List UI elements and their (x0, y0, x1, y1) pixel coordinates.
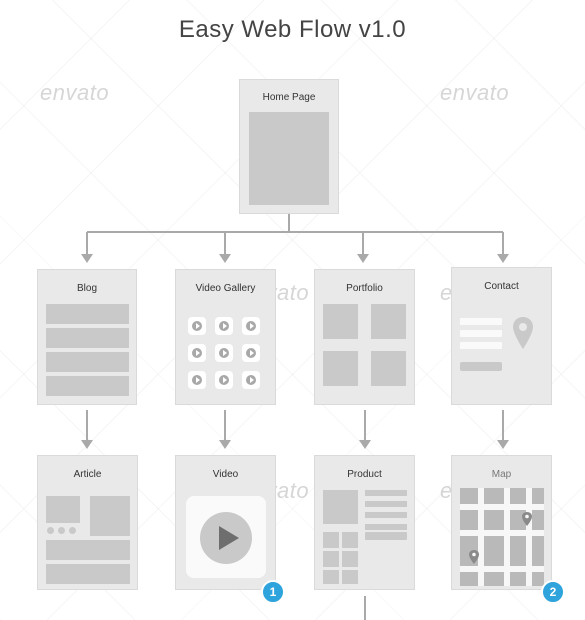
portfolio-tile (323, 351, 358, 386)
step-badge-1: 1 (261, 580, 285, 604)
form-field (460, 318, 502, 325)
location-pin-icon (513, 317, 533, 349)
blog-post-row (46, 352, 129, 372)
node-label: Blog (76, 283, 97, 294)
node-label: Map (491, 469, 512, 480)
product-text-line (365, 490, 407, 496)
node-label: Home Page (262, 92, 316, 103)
product-button-block (365, 532, 407, 540)
node-home-page: Home Page (239, 79, 339, 214)
node-video-gallery: Video Gallery (175, 269, 276, 405)
blog-post-row (46, 328, 129, 348)
arrowhead (219, 254, 231, 263)
play-icon (200, 512, 252, 564)
node-article: Article (37, 455, 138, 590)
product-image-block (323, 490, 358, 524)
play-thumbnail (215, 344, 233, 362)
arrowhead (81, 440, 93, 449)
blog-post-row (46, 376, 129, 396)
node-blog: Blog (37, 269, 137, 405)
play-thumbnail (188, 317, 206, 335)
node-label: Article (73, 469, 102, 480)
product-thumb (342, 532, 358, 548)
node-label: Video Gallery (195, 283, 256, 294)
product-thumb (342, 570, 358, 584)
play-thumbnail (242, 371, 260, 389)
form-field (460, 342, 502, 349)
play-thumbnail (215, 317, 233, 335)
article-image-block (46, 496, 80, 523)
play-thumbnail (188, 344, 206, 362)
pager-dot (58, 527, 65, 534)
product-thumb (323, 551, 339, 567)
play-thumbnail (215, 371, 233, 389)
node-contact: Contact (451, 267, 552, 405)
arrowhead (219, 440, 231, 449)
article-text-block (46, 540, 130, 560)
portfolio-tile (323, 304, 358, 339)
article-image-block (90, 496, 130, 536)
step-badge-2: 2 (541, 580, 565, 604)
video-player-block (186, 496, 266, 578)
pager-dot (47, 527, 54, 534)
form-field (460, 330, 502, 337)
product-text-line (365, 524, 407, 530)
node-label: Video (212, 469, 239, 480)
node-label: Portfolio (346, 283, 383, 294)
node-video: Video (175, 455, 276, 590)
product-thumb (323, 532, 339, 548)
page-title: Easy Web Flow v1.0 (178, 16, 407, 43)
play-thumbnail (242, 344, 260, 362)
portfolio-tile (371, 351, 406, 386)
arrowhead (497, 254, 509, 263)
node-portfolio: Portfolio (314, 269, 415, 405)
arrowhead (359, 440, 371, 449)
blog-post-row (46, 304, 129, 324)
node-map: Map (451, 455, 552, 590)
article-text-block (46, 564, 130, 584)
node-label: Product (347, 469, 382, 480)
product-text-line (365, 501, 407, 507)
page-content-block (249, 112, 329, 205)
product-text-line (365, 512, 407, 518)
play-thumbnail (188, 371, 206, 389)
submit-button-block (460, 362, 502, 371)
map-grid (460, 488, 544, 586)
arrowhead (357, 254, 369, 263)
arrowhead (497, 440, 509, 449)
node-label: Contact (484, 281, 519, 292)
pager-dot (69, 527, 76, 534)
play-thumbnail (242, 317, 260, 335)
arrowhead (81, 254, 93, 263)
portfolio-tile (371, 304, 406, 339)
product-thumb (323, 570, 339, 584)
node-product: Product (314, 455, 415, 590)
product-thumb (342, 551, 358, 567)
